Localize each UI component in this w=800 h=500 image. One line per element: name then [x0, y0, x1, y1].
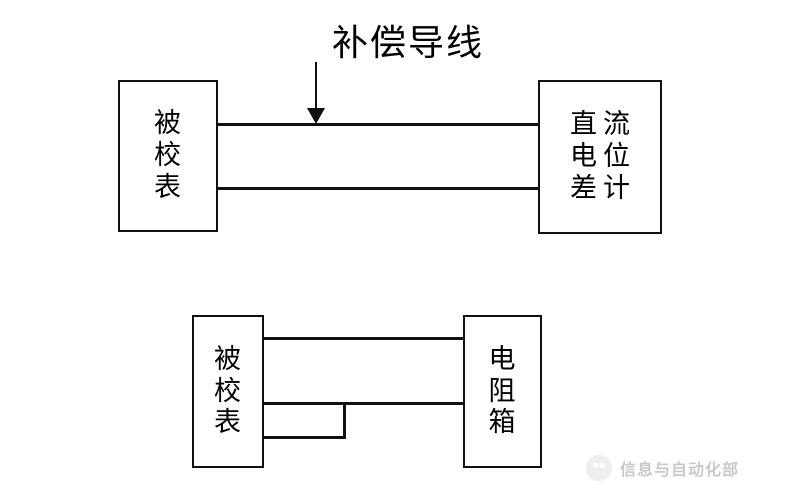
annotation-arrow-shaft [315, 62, 317, 110]
bottom-diagram-upper-lead-wire [255, 337, 473, 340]
top-diagram-upper-lead-wire [205, 123, 550, 126]
compensation-wire-annotation: 补偿导线 [332, 23, 485, 64]
box-label-line-3: 表 [154, 171, 182, 203]
bottom-diagram-bottom-stub-wire [255, 436, 346, 439]
watermark-label: 信息与自动化部 [620, 460, 740, 479]
bottom-diagram-jumper-wire [343, 402, 346, 439]
bottom-diagram-box-instrument-under-test: 被 校 表 [192, 315, 264, 468]
bottom-diagram-box-resistance-box: 电 阻 箱 [463, 315, 542, 468]
wechat-logo-icon [586, 455, 612, 481]
box-label-line-1: 被 [214, 343, 242, 375]
box-label-line-3: 差计 [570, 172, 636, 204]
annotation-arrow-head-icon [307, 108, 325, 124]
box-label-line-1: 电 [488, 343, 517, 375]
box-label-line-1: 被 [154, 108, 182, 140]
top-diagram-box-instrument-under-test: 被 校 表 [118, 80, 218, 232]
bottom-diagram-middle-lead-wire [255, 402, 473, 405]
box-label-line-2: 校 [154, 140, 182, 172]
box-label-line-2: 电位 [570, 141, 636, 173]
box-label-line-3: 箱 [488, 407, 517, 439]
box-label-line-2: 校 [214, 375, 242, 407]
top-diagram-box-dc-potentiometer: 直流 电位 差计 [538, 80, 662, 234]
top-diagram-lower-lead-wire [205, 187, 550, 190]
box-label-line-1: 直流 [570, 109, 636, 141]
watermark: 信息与自动化部 [586, 455, 739, 481]
box-label-line-3: 表 [214, 407, 242, 439]
box-label-line-2: 阻 [488, 375, 517, 407]
